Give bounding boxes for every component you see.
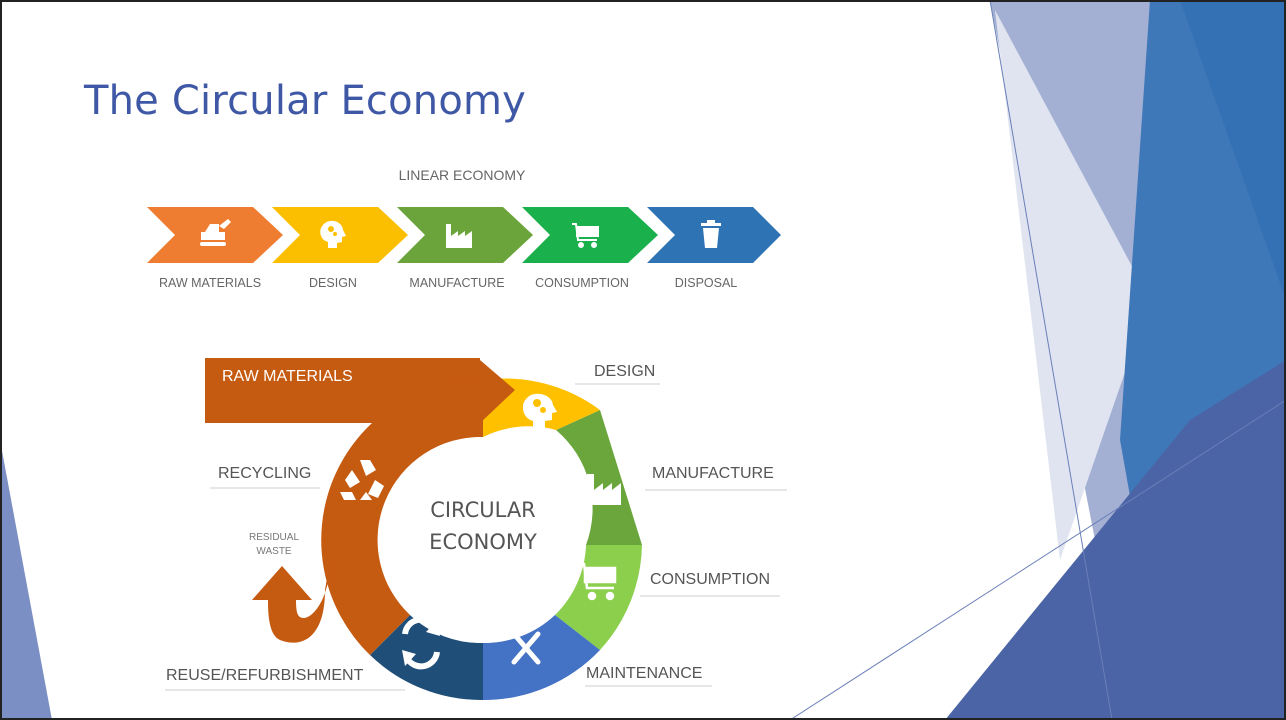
deco-shape-right-pale — [995, 10, 1150, 560]
shopping-cart-icon — [579, 562, 617, 601]
linear-label-manufacture: MANUFACTURE — [409, 276, 505, 290]
center-label-line1: CIRCULAR — [430, 498, 536, 522]
label-residual-waste: RESIDUAL WASTE — [248, 531, 300, 559]
factory-icon — [446, 224, 472, 248]
raw-materials-arrow — [205, 358, 515, 423]
excavator-icon — [200, 219, 231, 246]
deco-shape-right-dark — [945, 360, 1286, 720]
deco-shape-left — [0, 440, 52, 720]
residual-line1: RESIDUAL — [248, 532, 299, 543]
label-design: DESIGN — [594, 363, 656, 380]
shopping-cart-icon — [572, 223, 599, 248]
label-recycling: RECYCLING — [218, 465, 312, 482]
ring-segment-manufacture — [556, 410, 642, 545]
slide-title: The Circular Economy — [84, 78, 527, 124]
ring-segment-maintenance — [483, 615, 600, 701]
factory-icon — [587, 474, 621, 505]
wrench-screwdriver-icon — [511, 631, 541, 665]
head-gears-icon — [522, 393, 557, 430]
linear-economy-heading: LINEAR ECONOMY — [398, 167, 526, 183]
label-reuse-refurbishment: REUSE/REFURBISHMENT — [166, 667, 364, 684]
ring-segment-consumption — [555, 545, 642, 650]
label-maintenance: MAINTENANCE — [586, 665, 703, 682]
linear-label-consumption: CONSUMPTION — [535, 276, 629, 290]
label-manufacture: MANUFACTURE — [652, 465, 774, 482]
ring-segment-recycling — [321, 379, 483, 655]
residual-waste-arrow — [252, 560, 330, 643]
residual-line2: WASTE — [256, 546, 292, 557]
refresh-icon — [402, 616, 440, 670]
trash-icon — [701, 220, 721, 248]
label-consumption: CONSUMPTION — [650, 571, 770, 588]
linear-label-design: DESIGN — [309, 276, 357, 290]
head-gears-icon — [320, 220, 346, 248]
linear-label-disposal: DISPOSAL — [674, 276, 738, 290]
center-circle — [380, 437, 586, 643]
linear-label-raw-materials: RAW MATERIALS — [158, 276, 262, 290]
ring-segment-reuse — [370, 615, 483, 701]
center-label-line2: ECONOMY — [429, 530, 537, 554]
recycling-arrow-head-connector — [445, 380, 483, 437]
deco-line-1 — [989, 0, 1113, 720]
deco-line-2 — [789, 399, 1286, 720]
center-label: CIRCULAR ECONOMY — [400, 494, 566, 558]
raw-materials-label: RAW MATERIALS — [222, 368, 353, 385]
deco-shape-right-edge — [1180, 0, 1286, 300]
recycle-icon — [340, 460, 384, 500]
